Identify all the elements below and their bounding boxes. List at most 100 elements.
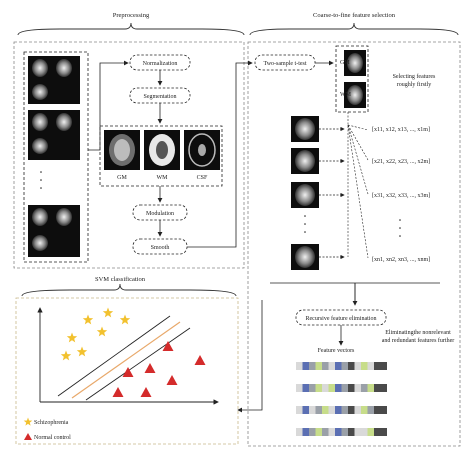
tissue-maps-box: [99, 125, 223, 187]
svm-star-point-4: [66, 332, 78, 343]
vector-2-cell-8: [341, 384, 348, 392]
vector-4-cell-13: [374, 428, 381, 436]
svm-control-points: [112, 341, 206, 397]
svm-star-point-2: [102, 307, 114, 318]
section-title-svm: SVM classification: [95, 276, 146, 283]
normalization-label: Normalization: [143, 61, 178, 67]
vector-2-cell-12: [367, 384, 374, 392]
tissue-label-wm: WM: [157, 175, 169, 181]
smooth-step: Smooth: [132, 238, 188, 255]
svm-star-point-6: [76, 346, 88, 357]
vector-3-cell-5: [322, 406, 329, 414]
smooth-label: Smooth: [151, 245, 170, 251]
subject-row-3: [x31, x32, x33, ..., x3m]: [291, 182, 430, 208]
vector-3-cell-7: [335, 406, 342, 414]
tissue-label-gm: GM: [117, 175, 127, 181]
svm-triangle-point-3: [144, 363, 156, 373]
vector-2-cell-2: [302, 384, 309, 392]
feature-vectors-title: Feature vectors: [318, 348, 355, 354]
vector-3-cell-8: [341, 406, 348, 414]
vector-4-cell-9: [348, 428, 355, 436]
vector-1-cell-6: [328, 362, 335, 370]
svm-star-point-7: [60, 350, 72, 361]
vector-4-cell-5: [322, 428, 329, 436]
vector-4-cell-12: [367, 428, 374, 436]
svm-triangle-point-5: [112, 387, 124, 397]
section-title-coarse-to-fine: Coarse-to-fine feature selection: [313, 12, 396, 19]
svm-star-point-5: [96, 326, 108, 337]
vector-1-cell-4: [315, 362, 322, 370]
vector-4-cell-7: [335, 428, 342, 436]
vector-1-cell-13: [374, 362, 381, 370]
vector-4-cell-2: [302, 428, 309, 436]
svm-legend: Schizophrenia Normal control: [23, 417, 71, 441]
vector-1-cell-5: [322, 362, 329, 370]
preprocessing-panel: [13, 41, 245, 269]
svm-header: SVM classification: [21, 276, 237, 297]
vector-1-cell-3: [309, 362, 316, 370]
arrow-input-to-normalization: [88, 60, 129, 151]
mri-scan-group-2: [28, 110, 80, 160]
vector-1-cell-9: [348, 362, 355, 370]
input-mri-stack: [23, 51, 89, 263]
vector-3-cell-1: [296, 406, 303, 414]
subject-row-n: [xn1, xn2, xn3, ..., xnm]: [291, 244, 430, 270]
vector-2-cell-13: [374, 384, 381, 392]
vector-1-cell-14: [380, 362, 387, 370]
feature-row-1: [x11, x12, x13, ..., x1m]: [372, 127, 430, 133]
vector-2-cell-7: [335, 384, 342, 392]
vector-2-cell-4: [315, 384, 322, 392]
vector-3-cell-12: [367, 406, 374, 414]
normalization-step: Normalization: [129, 54, 191, 71]
feature-row-3: [x31, x32, x33, ..., x3m]: [372, 193, 430, 199]
svm-triangle-point-1: [162, 341, 174, 351]
vector-1-cell-10: [354, 362, 361, 370]
vector-3-cell-13: [374, 406, 381, 414]
fine-annotation-line1: Eliminatingthe nonrelevant: [385, 330, 451, 336]
feature-selection-panel: [247, 41, 461, 447]
ttest-gm-map: GM: [340, 50, 366, 76]
subject-row-2: [x21, x22, x23, ..., x2m]: [291, 148, 430, 174]
vector-3-cell-4: [315, 406, 322, 414]
arrow-vectors-to-svm: [237, 300, 263, 413]
section-title-preprocessing: Preprocessing: [113, 12, 150, 19]
legend-normal-control-label: Normal control: [34, 435, 71, 441]
vector-2-cell-9: [348, 384, 355, 392]
vector-3-cell-6: [328, 406, 335, 414]
vector-4-cell-14: [380, 428, 387, 436]
feature-row-n: [xn1, xn2, xn3, ..., xnm]: [372, 257, 430, 263]
vector-3-cell-9: [348, 406, 355, 414]
vector-2-cell-14: [380, 384, 387, 392]
svm-star-point-3: [119, 314, 131, 325]
subject-ellipsis: [304, 215, 401, 237]
vector-2-cell-3: [309, 384, 316, 392]
legend-star-icon: [23, 417, 33, 426]
vector-1-cell-2: [302, 362, 309, 370]
svm-star-point-1: [82, 314, 94, 325]
svm-panel: [15, 297, 239, 445]
svm-axes: [37, 307, 219, 405]
modulation-label: Modulation: [146, 211, 174, 217]
vector-3-cell-2: [302, 406, 309, 414]
vector-1-cell-12: [367, 362, 374, 370]
tissue-csf-image: CSF: [184, 130, 220, 181]
vector-3-cell-10: [354, 406, 361, 414]
vector-2-cell-10: [354, 384, 361, 392]
svm-triangle-point-2: [122, 367, 134, 377]
legend-schizophrenia-label: Schizophrenia: [34, 420, 69, 426]
tissue-gm-image: GM: [104, 130, 140, 181]
vector-4-cell-8: [341, 428, 348, 436]
legend-triangle-icon: [24, 433, 32, 440]
mri-ellipsis: [40, 171, 42, 189]
fine-annotation-line2: and redundant features further: [382, 337, 454, 344]
mri-scan-group-3: [28, 205, 80, 257]
coarse-annotation-line1: Selecting features: [393, 73, 436, 80]
preprocessing-header: Preprocessing: [17, 12, 245, 36]
segmentation-step: Segmentation: [129, 87, 191, 104]
vector-3-cell-3: [309, 406, 316, 414]
selection-fan: [347, 112, 369, 259]
vector-4-cell-11: [361, 428, 368, 436]
ttest-maps-box: [335, 45, 369, 113]
svm-decision-lines: [57, 315, 191, 401]
